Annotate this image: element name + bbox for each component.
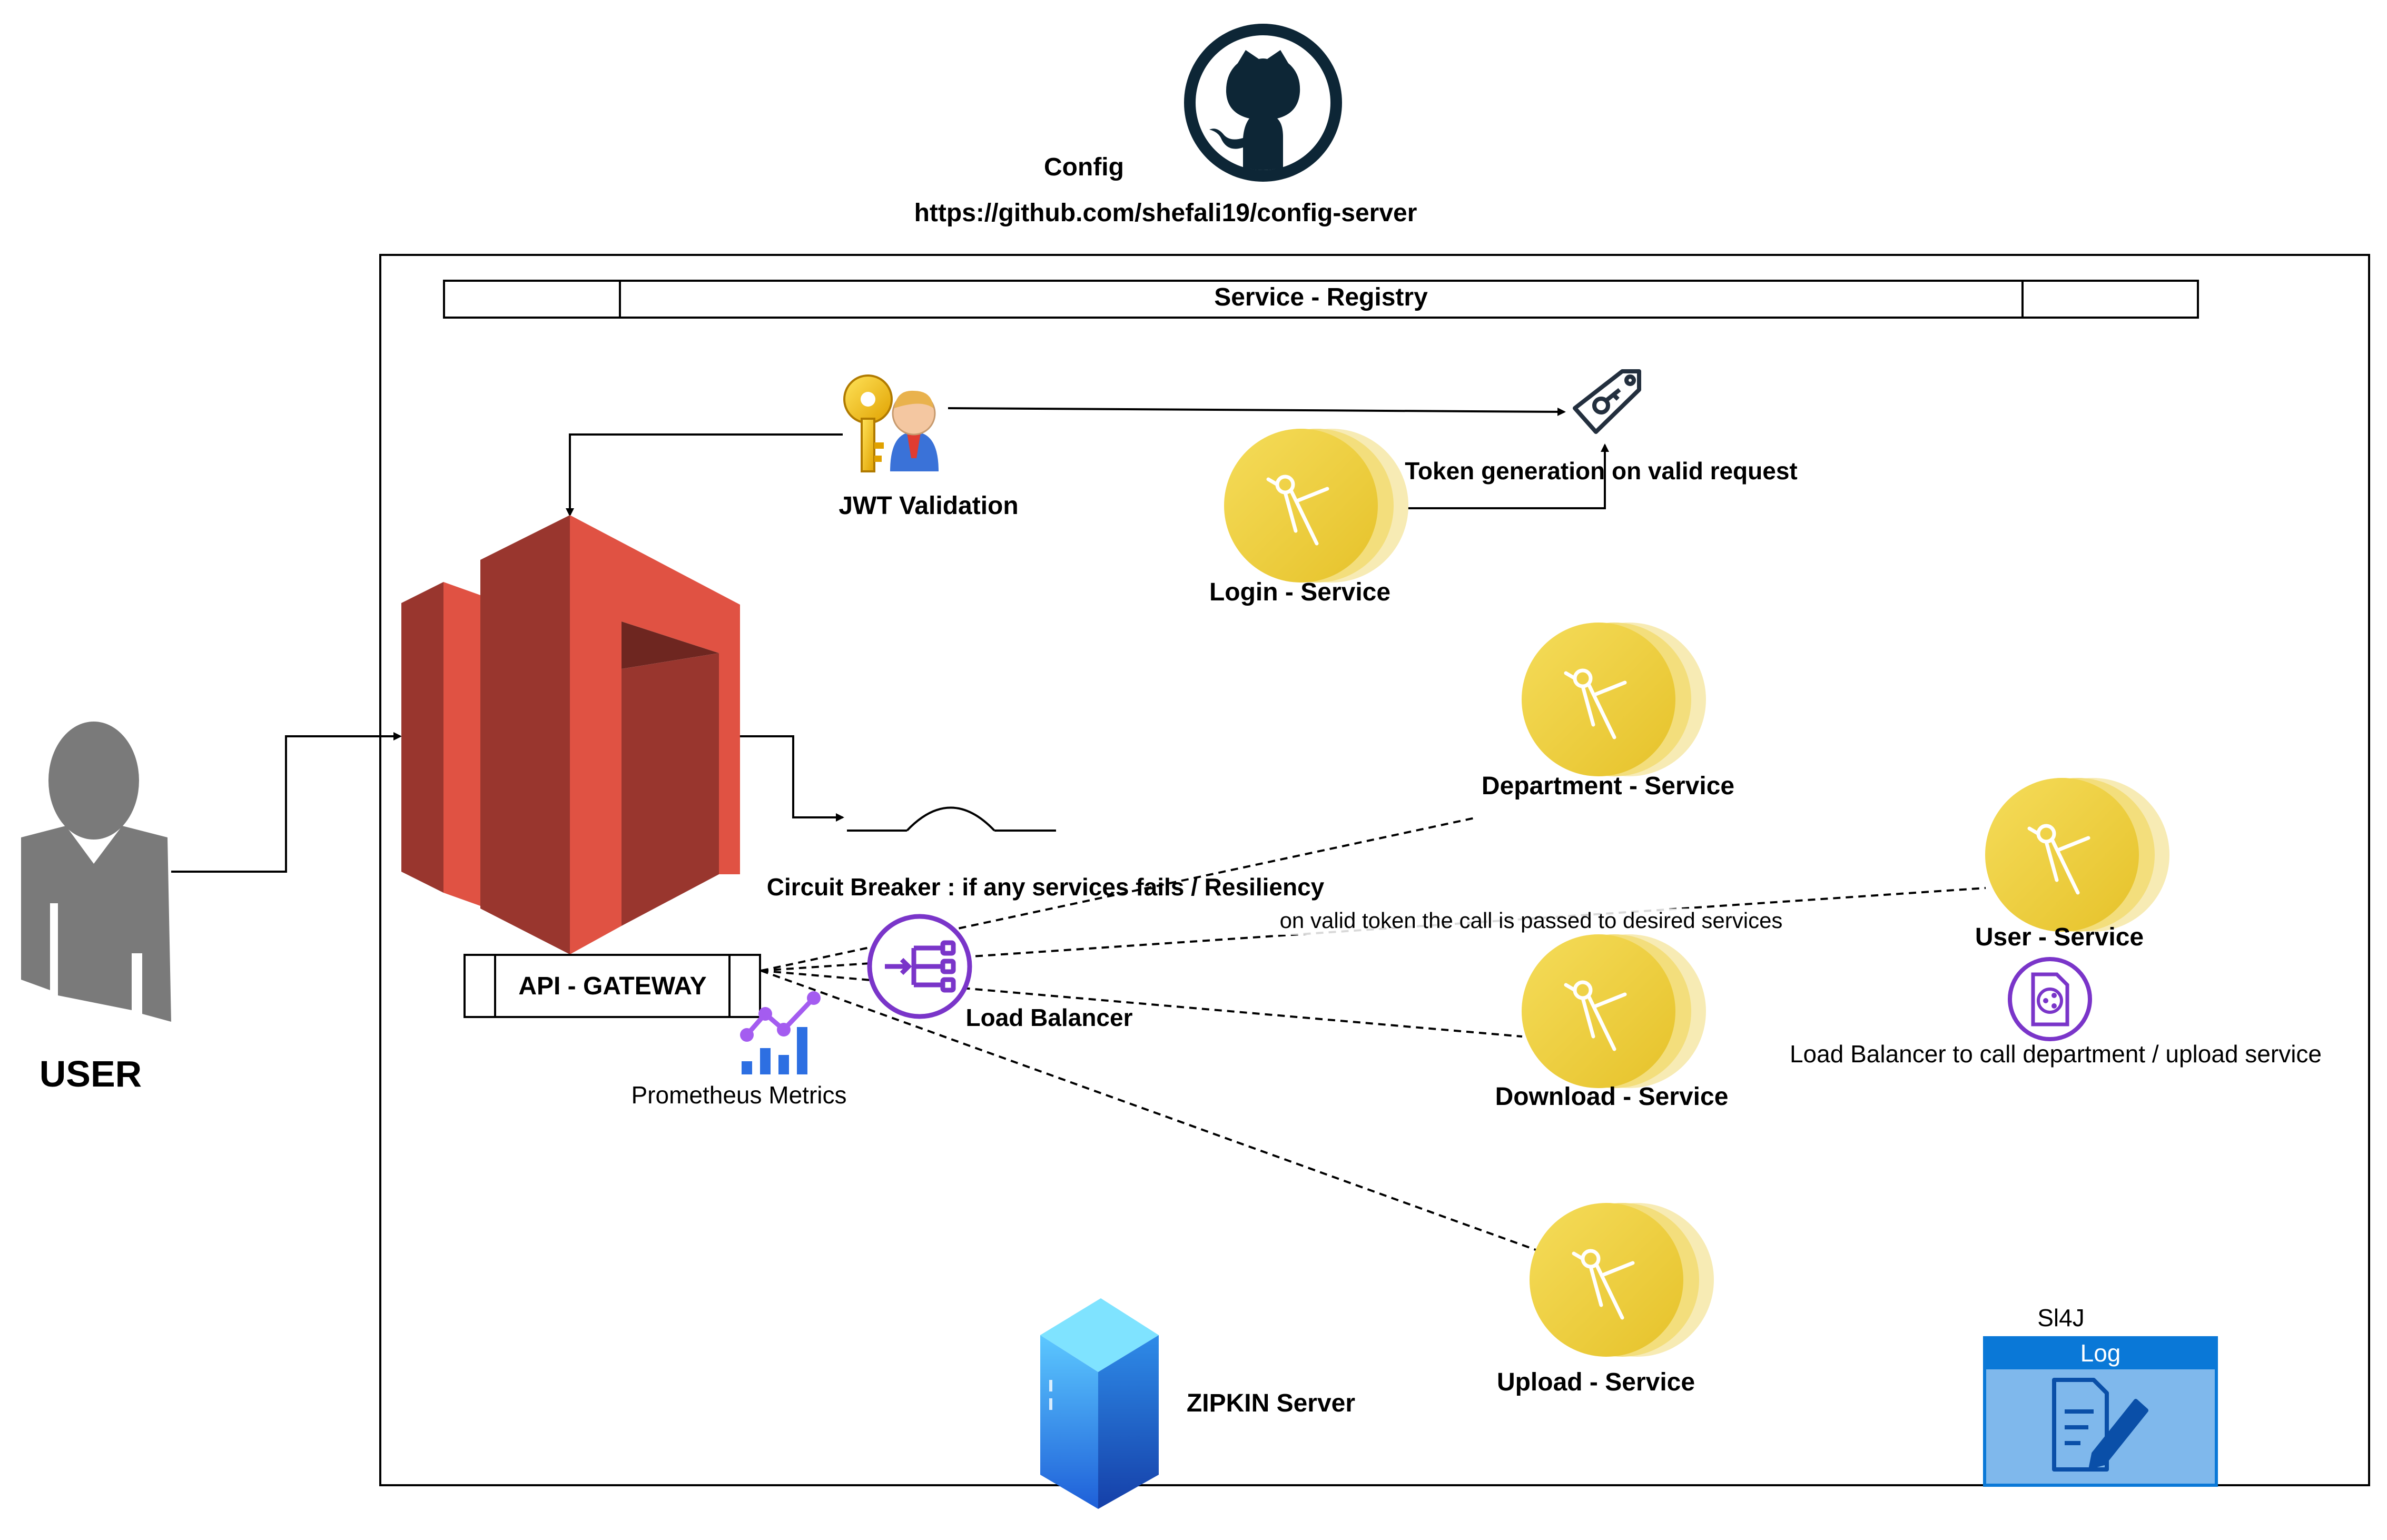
jwt-validation-label: JWT Validation xyxy=(839,492,1018,520)
system-boundary xyxy=(379,254,2370,1486)
user-to-gateway-connector xyxy=(171,732,402,873)
circuit-breaker-icon xyxy=(847,806,1056,832)
upload-service-label: Upload - Service xyxy=(1497,1368,1695,1396)
jwt-to-token-connector xyxy=(948,407,1566,416)
user-service-label: User - Service xyxy=(1975,923,2144,951)
prometheus-label: Prometheus Metrics xyxy=(631,1081,846,1109)
login-service-label: Login - Service xyxy=(1209,578,1390,606)
circuit-breaker-label: Circuit Breaker : if any services fails … xyxy=(767,873,1325,901)
api-gateway-box xyxy=(463,954,761,1018)
load-balancer-icon xyxy=(867,914,972,1019)
zipkin-label: ZIPKIN Server xyxy=(1187,1389,1355,1417)
load-balancer-label: Load Balancer xyxy=(966,1004,1133,1031)
login-to-token-connector xyxy=(1375,443,1609,509)
service-registry-label: Service - Registry xyxy=(1214,283,1428,311)
department-service-label: Department - Service xyxy=(1482,772,1734,800)
zipkin-server-icon xyxy=(1040,1298,1159,1509)
jwt-validation-icon xyxy=(843,374,939,472)
sl4j-label: Sl4J xyxy=(2037,1304,2084,1331)
user-icon xyxy=(21,722,171,1022)
log-box-label: Log xyxy=(2080,1339,2121,1367)
token-tag-icon xyxy=(1573,369,1641,434)
jwt-to-gateway-connector xyxy=(566,433,843,517)
valid-token-note: on valid token the call is passed to des… xyxy=(1280,908,1783,933)
login-service-icon xyxy=(1224,429,1408,583)
upload-service-icon xyxy=(1530,1203,1714,1357)
download-service-icon xyxy=(1522,934,1706,1088)
github-icon xyxy=(1184,24,1342,182)
config-title: Config xyxy=(1044,153,1124,181)
user-service-icon xyxy=(1985,778,2169,932)
download-service-label: Download - Service xyxy=(1495,1083,1729,1111)
api-gateway-icon xyxy=(401,515,740,954)
prometheus-metrics-icon xyxy=(740,991,821,1074)
config-url[interactable]: https://github.com/shefali19/config-serv… xyxy=(914,199,1417,227)
department-service-icon xyxy=(1522,623,1706,776)
gateway-to-department-line xyxy=(761,817,1475,972)
gateway-to-upload-line xyxy=(761,970,1546,1255)
api-gateway-label: API - GATEWAY xyxy=(518,972,706,1000)
service-registry-bar xyxy=(443,280,2199,319)
gateway-to-circuit-breaker-connector xyxy=(740,735,844,822)
user-label: USER xyxy=(40,1053,142,1094)
user-service-lb-icon xyxy=(2008,957,2092,1041)
user-service-lb-note: Load Balancer to call department / uploa… xyxy=(1790,1040,2322,1068)
token-generation-label: Token generation on valid request xyxy=(1405,457,1798,485)
log-document-icon xyxy=(2052,1378,2148,1472)
